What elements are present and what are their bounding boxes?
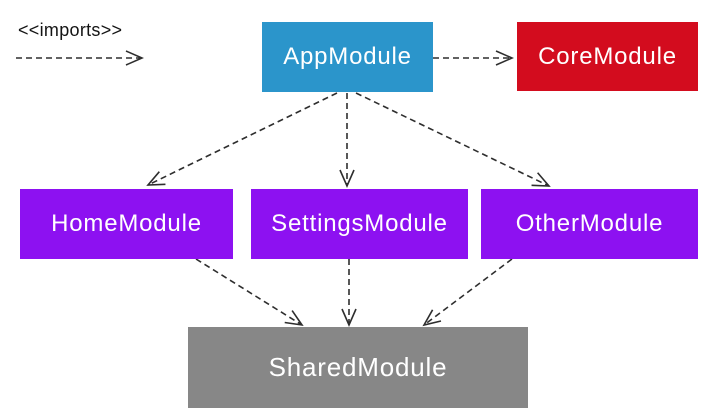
node-settings-module: SettingsModule — [251, 189, 468, 259]
node-home-module: HomeModule — [20, 189, 233, 259]
imports-arrow-home-to-shared — [195, 258, 304, 327]
node-app-module: AppModule — [262, 22, 433, 92]
node-app-module-label: AppModule — [283, 43, 412, 70]
imports-arrow-app-to-home — [146, 92, 338, 186]
node-shared-module-label: SharedModule — [268, 352, 448, 382]
node-core-module: CoreModule — [517, 22, 698, 91]
node-shared-module: SharedModule — [188, 327, 528, 408]
node-other-module: OtherModule — [481, 189, 698, 259]
imports-arrow-app-to-other — [355, 92, 551, 187]
node-other-module-label: OtherModule — [515, 210, 664, 237]
imports-arrow-other-to-shared — [422, 258, 513, 327]
node-settings-module-label: SettingsModule — [271, 210, 448, 237]
node-core-module-label: CoreModule — [538, 42, 677, 70]
legend: <<imports>> — [18, 20, 122, 43]
legend-imports-label: <<imports>> — [18, 20, 123, 40]
node-home-module-label: HomeModule — [51, 210, 202, 237]
